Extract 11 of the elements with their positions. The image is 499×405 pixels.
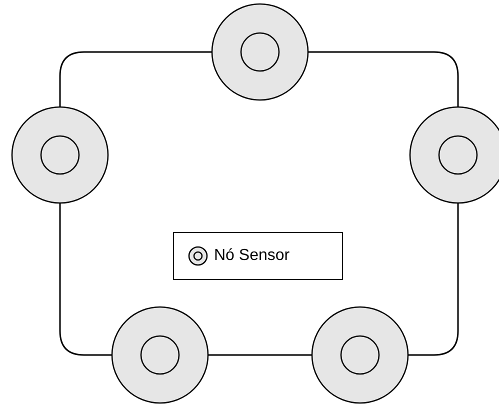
sensor-node [409, 106, 499, 204]
legend-label: Nó Sensor [214, 247, 290, 265]
sensor-node [311, 306, 409, 404]
sensor-node [111, 306, 209, 404]
sensor-node [211, 3, 309, 101]
connector-line [59, 203, 112, 356]
connector-line [308, 51, 459, 107]
connector-line [59, 51, 212, 107]
connector-line [208, 354, 312, 356]
connector-line [408, 203, 459, 356]
sensor-node [11, 106, 109, 204]
